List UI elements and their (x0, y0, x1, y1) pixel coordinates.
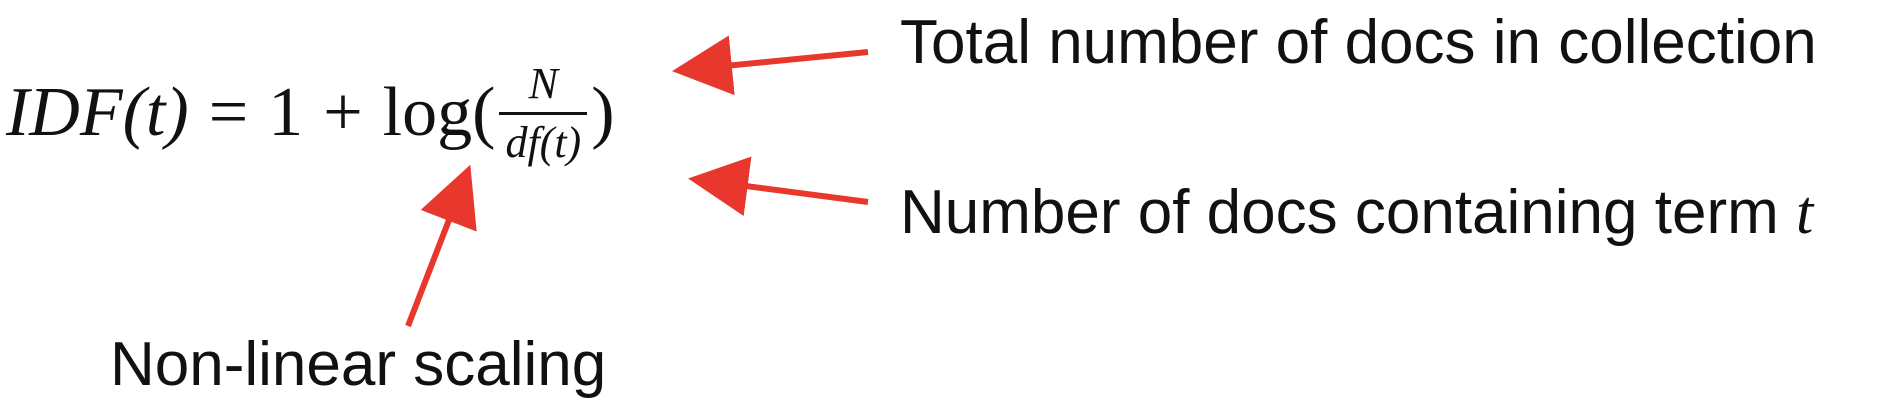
fraction-denominator: df(t) (505, 117, 582, 167)
arrow-to-log (405, 164, 477, 328)
fraction-numerator: N (528, 58, 558, 108)
formula-log: log (382, 74, 473, 151)
annotation-term-variable: t (1795, 179, 1814, 247)
fraction-bar (499, 111, 588, 115)
formula-plus: + (323, 74, 363, 151)
formula-lhs: IDF(t) (6, 74, 189, 151)
formula-fraction: N df(t) (499, 58, 588, 167)
annotation-docs-containing-text: Number of docs containing term (900, 178, 1796, 247)
idf-formula: IDF(t) = 1 + log ( N df(t) ) (6, 48, 615, 178)
annotation-nonlinear: Non-linear scaling (110, 330, 607, 399)
arrow-to-numerator (672, 35, 869, 96)
formula-equals: = (208, 74, 249, 151)
annotation-docs-containing: Number of docs containing term t (900, 179, 1814, 247)
formula-open-paren: ( (472, 74, 496, 151)
annotation-total-docs: Total number of docs in collection (900, 8, 1817, 77)
arrow-to-denominator (688, 156, 869, 216)
formula-close-paren: ) (591, 74, 615, 151)
formula-one: 1 (268, 74, 304, 151)
